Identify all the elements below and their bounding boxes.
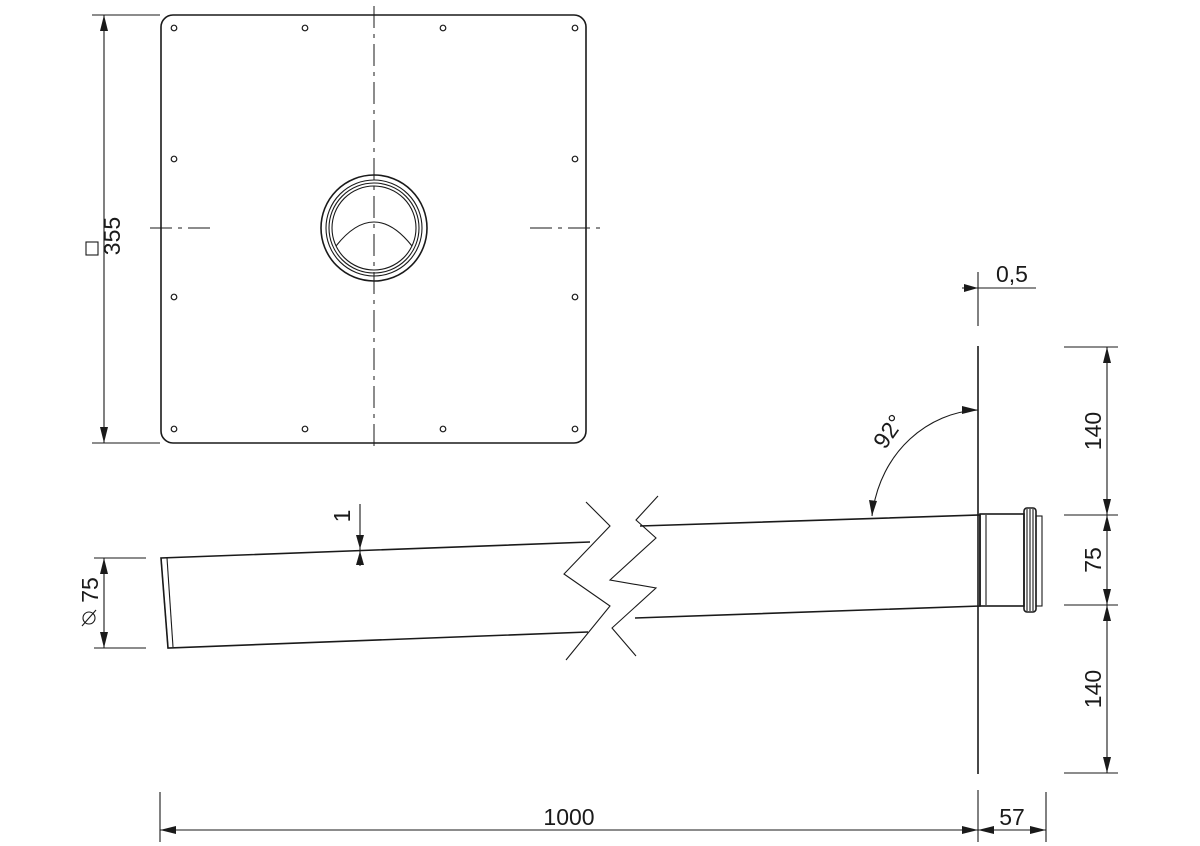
mounting-hole — [439, 425, 447, 433]
dimension-label-lower-height: 140 — [1080, 670, 1106, 708]
dimension-label-slope: 1 — [329, 510, 355, 523]
dimension-label-pipe-diameter: 75 — [77, 577, 103, 603]
mounting-hole — [170, 293, 178, 301]
mounting-hole — [571, 425, 579, 433]
pipe-left-section — [160, 541, 591, 649]
dimension-label-spigot-length: 57 — [999, 804, 1025, 830]
dimension-slope: 1 — [329, 504, 364, 566]
mounting-hole — [439, 24, 447, 32]
dimension-top-offset: 0,5 — [962, 261, 1036, 326]
pipe-spigot — [979, 507, 1043, 613]
dimension-heights: 140 75 140 — [1064, 346, 1118, 774]
dimension-label-pipe-height: 75 — [1080, 547, 1106, 573]
break-line-right — [608, 495, 659, 657]
mounting-hole — [170, 24, 178, 32]
mounting-hole — [170, 425, 178, 433]
diameter-symbol-icon — [81, 609, 97, 627]
dimension-label-upper-height: 140 — [1080, 412, 1106, 450]
dimension-label-pipe-length: 1000 — [543, 804, 594, 830]
mounting-hole — [170, 155, 178, 163]
mounting-holes — [170, 24, 579, 433]
dimension-lengths: 1000 57 — [159, 790, 1047, 842]
break-line-left — [563, 501, 611, 661]
dimension-angle: 92° — [868, 406, 979, 517]
dimension-pipe-diameter: 75 — [77, 557, 146, 649]
mounting-hole — [301, 24, 309, 32]
mounting-hole — [571, 293, 579, 301]
mounting-hole — [571, 24, 579, 32]
pipe-side-view — [160, 495, 1043, 661]
dimension-plate-side: 355 — [85, 14, 160, 444]
pipe-right-section — [634, 514, 981, 619]
dimension-label-top-offset: 0,5 — [996, 261, 1028, 287]
pipe-opening — [320, 174, 428, 282]
mounting-hole — [571, 155, 579, 163]
mounting-hole — [301, 425, 309, 433]
plate-top-view — [150, 6, 600, 446]
dimension-label-plate-side: 355 — [99, 217, 125, 255]
